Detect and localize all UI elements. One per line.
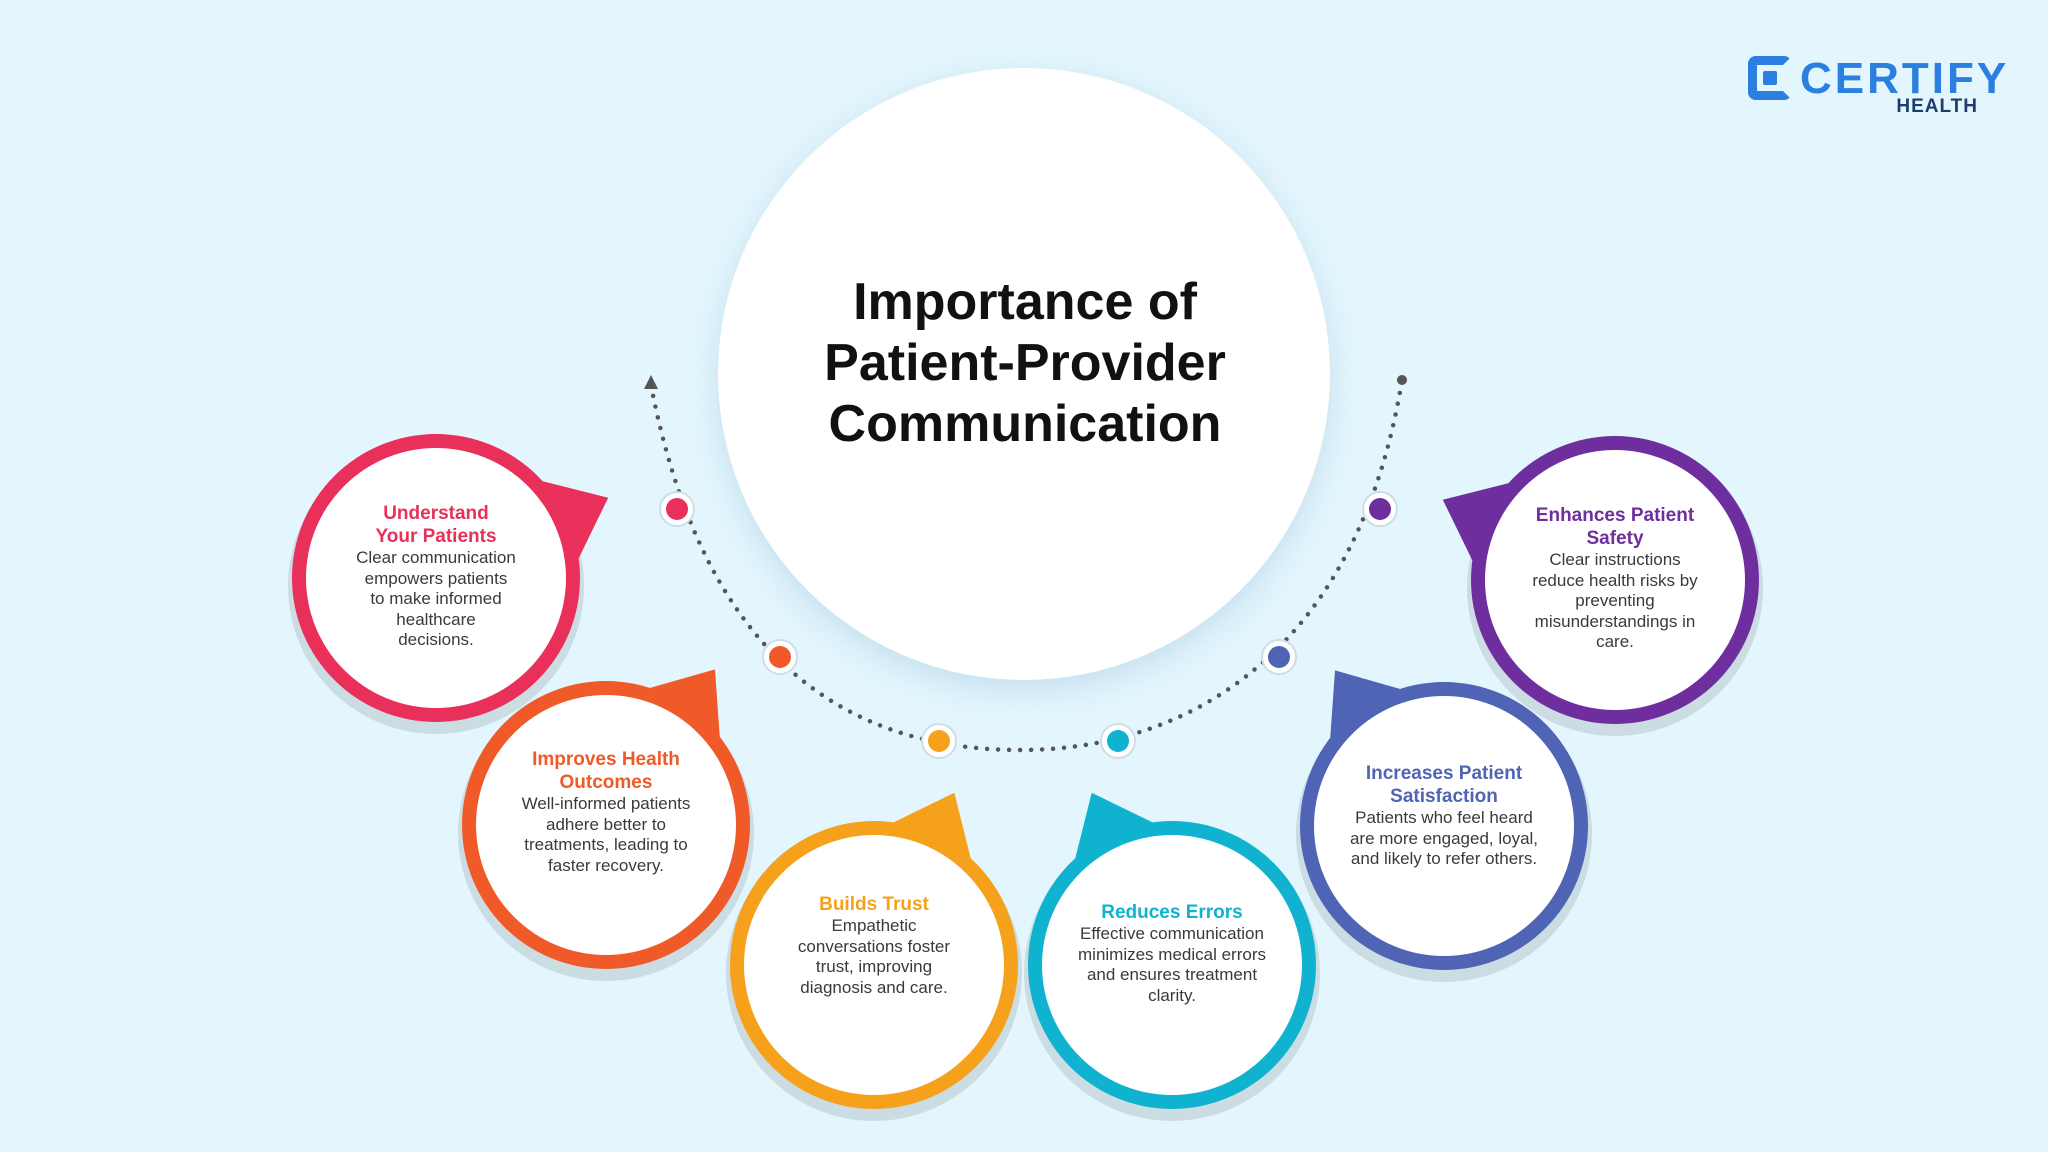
bubble-inner [1314, 696, 1574, 956]
bubble-inner [306, 448, 566, 708]
bubble-title-line: Builds Trust [819, 894, 929, 915]
arc-end-dot [1397, 375, 1407, 385]
bubble-description-line: conversations foster [797, 936, 951, 956]
bubble-title-line: Understand [383, 503, 489, 524]
bubble-title-line: Satisfaction [1390, 786, 1498, 807]
bubble-description-line: empowers patients [364, 568, 508, 588]
bubble-title-line: Outcomes [559, 772, 653, 793]
logo-subtitle: HEALTH [1896, 96, 1978, 117]
center-title-line: Patient-Provider [824, 334, 1226, 392]
bubble-inner [476, 695, 736, 955]
bubble-title-line: Enhances Patient [1535, 505, 1695, 526]
bubble-description-line: trust, improving [815, 957, 933, 976]
arc-marker-dot [1107, 730, 1129, 752]
bubble-inner [1485, 450, 1745, 710]
bubble-description-line: preventing [1575, 591, 1655, 610]
center-title-line: Importance of [853, 273, 1197, 331]
bubble-title-line: Your Patients [375, 526, 497, 547]
bubble-description-line: Empathetic [831, 916, 917, 935]
bubble-title-line: Increases Patient [1365, 763, 1523, 784]
bubble-description-line: healthcare [396, 609, 476, 629]
bubble-description-line: to make informed [370, 589, 502, 608]
bubble-description-line: minimizes medical errors [1078, 944, 1266, 964]
bubble-description-line: Patients who feel heard [1355, 808, 1533, 827]
center-title: Importance of Patient-Provider Communica… [745, 272, 1305, 455]
bubble-tail [1075, 792, 1153, 859]
bubble-title-line: Safety [1586, 528, 1644, 549]
bubble-description-line: faster recovery. [548, 855, 664, 875]
bubble-description-line: are more engaged, loyal, [1349, 828, 1539, 848]
dotted-arc [648, 377, 1405, 753]
center-circle [718, 68, 1330, 680]
certify-health-logo: CERTIFY HEALTH [1748, 50, 2006, 120]
bubble-description-line: adhere better to [545, 814, 667, 834]
arc-marker-dot [769, 646, 791, 668]
arc-marker-dot [1369, 498, 1391, 520]
bubble-title-line: Improves Health [532, 749, 680, 770]
bubble-description-line: and ensures treatment [1086, 965, 1258, 984]
bubble-description-line: Well-informed patients [521, 794, 691, 813]
bubble-description-line: reduce health risks by [1532, 570, 1698, 590]
logo-word: CERTIFY [1800, 54, 2010, 103]
bubble-tail [893, 792, 971, 859]
bubble-description-line: Clear instructions [1549, 550, 1681, 569]
bubble-description-line: care. [1596, 632, 1634, 651]
bubble-title-line: Reduces Errors [1101, 902, 1243, 923]
arc-marker-dot [1268, 646, 1290, 668]
bubble-description-line: and likely to refer others. [1350, 849, 1538, 868]
bubble-tail [542, 481, 609, 559]
bubble-description-line: treatments, leading to [524, 835, 688, 854]
bubble-inner [1042, 835, 1302, 1095]
bubble-inner [744, 835, 1004, 1095]
bubble-description-line: misunderstandings in [1534, 611, 1696, 631]
arc-marker-dot [666, 498, 688, 520]
bubble-tail [1442, 483, 1509, 561]
bubble-description-line: Clear communication [356, 548, 516, 567]
center-title-line: Communication [828, 395, 1222, 453]
bubble-description-line: diagnosis and care. [800, 977, 948, 997]
arc-marker-dot [928, 730, 950, 752]
bubble-description-line: Effective communication [1080, 924, 1264, 943]
arc-arrow-icon [644, 375, 658, 389]
logo-mark-icon [1748, 56, 1792, 100]
bubble-description-line: decisions. [398, 630, 474, 649]
bubble-title: Builds Trust [772, 893, 977, 916]
bubble-description-line: clarity. [1148, 985, 1196, 1005]
bubble-title: Reduces Errors [1062, 901, 1282, 924]
